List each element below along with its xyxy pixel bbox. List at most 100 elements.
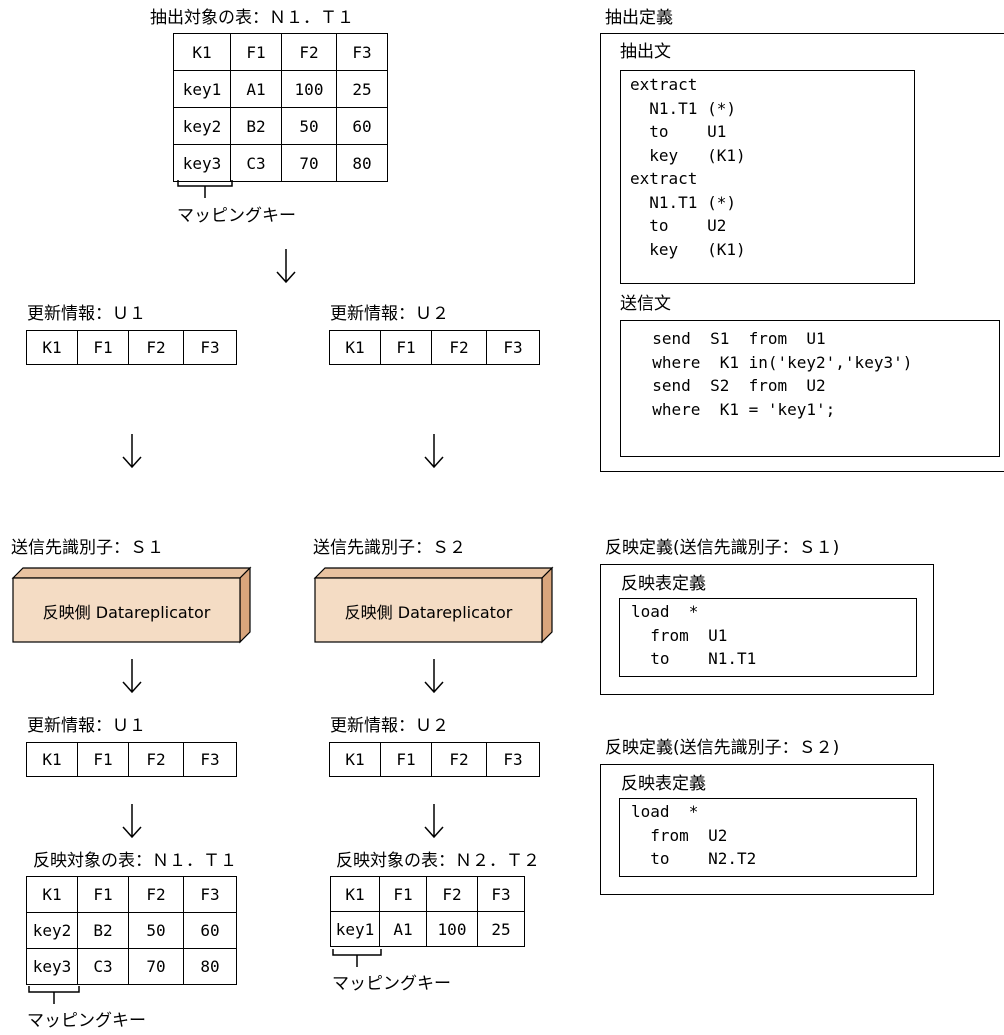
table-header-cell: F3: [477, 876, 525, 912]
table-cell: key2: [26, 912, 78, 949]
table-header-cell: F2: [431, 742, 487, 777]
table-header-cell: F2: [128, 742, 184, 777]
source-mapping-key-label: マッピングキー: [177, 206, 296, 226]
dest-s1-title: 送信先識別子：Ｓ１: [11, 538, 164, 558]
table-header-cell: F1: [380, 330, 432, 365]
table-cell: key3: [26, 948, 78, 985]
mapping-key-bracket: [177, 180, 233, 198]
extract-statement-code: extract N1.T1 (*) to U1 key (K1) extract…: [630, 75, 746, 259]
table-cell: key1: [330, 911, 380, 947]
table-cell: B2: [230, 107, 282, 145]
reflect-s1-code: load * from U1 to N1.T1: [631, 602, 757, 668]
mapping-key-bracket: [332, 949, 382, 967]
table-cell: 80: [336, 144, 388, 182]
send-statement-heading: 送信文: [620, 294, 671, 314]
reflect-s1-title: 反映定義(送信先識別子：Ｓ１): [605, 538, 840, 558]
table-header-cell: F2: [431, 330, 487, 365]
table-cell: 100: [281, 70, 337, 108]
table-cell: 70: [281, 144, 337, 182]
update-u1-title: 更新情報：Ｕ１: [27, 304, 146, 324]
table-header-cell: K1: [26, 742, 78, 777]
table-cell: 25: [336, 70, 388, 108]
table-cell: C3: [230, 144, 282, 182]
table-cell: A1: [379, 911, 427, 947]
target-t1-mapping-key-label: マッピングキー: [27, 1011, 146, 1031]
table-cell: 100: [426, 911, 478, 947]
table-header-cell: F3: [336, 33, 388, 71]
arrow-down-icon: [424, 659, 444, 694]
send-statement-box: [620, 320, 1000, 457]
dest-s2-title: 送信先識別子：Ｓ２: [313, 538, 466, 558]
table-cell: C3: [77, 948, 129, 985]
table-cell: A1: [230, 70, 282, 108]
extract-statement-box: [620, 70, 915, 284]
table-header-cell: K1: [329, 330, 381, 365]
replicator-s1-label: 反映側 Datareplicator: [42, 603, 211, 622]
table-header-cell: F1: [77, 742, 129, 777]
extract-statement-heading: 抽出文: [620, 42, 671, 62]
table-cell: 50: [128, 912, 184, 949]
arrow-down-icon: [424, 434, 444, 469]
table-header-cell: F2: [281, 33, 337, 71]
arrow-down-icon: [424, 804, 444, 839]
arrow-down-icon: [122, 659, 142, 694]
reflect-s2-heading: 反映表定義: [621, 774, 706, 794]
target-t2-title: 反映対象の表：Ｎ２．Ｔ２: [336, 851, 540, 871]
table-cell: 60: [183, 912, 237, 949]
table-cell: 80: [183, 948, 237, 985]
recv-u2-title: 更新情報：Ｕ２: [330, 716, 449, 736]
table-header-cell: F2: [426, 876, 478, 912]
table-header-cell: F1: [380, 742, 432, 777]
table-header-cell: K1: [329, 742, 381, 777]
reflect-s2-title: 反映定義(送信先識別子：Ｓ２): [605, 738, 840, 758]
table-cell: key2: [173, 107, 231, 145]
table-header-cell: F3: [183, 876, 237, 913]
table-cell: 60: [336, 107, 388, 145]
table-cell: key1: [173, 70, 231, 108]
arrow-down-icon: [122, 434, 142, 469]
recv-u1-title: 更新情報：Ｕ１: [27, 716, 146, 736]
table-header-cell: F1: [77, 876, 129, 913]
reflect-s1-heading: 反映表定義: [621, 574, 706, 594]
table-header-cell: F1: [77, 330, 129, 365]
table-cell: B2: [77, 912, 129, 949]
target-t1-title: 反映対象の表：Ｎ１．Ｔ１: [33, 851, 237, 871]
table-cell: 25: [477, 911, 525, 947]
arrow-down-icon: [122, 804, 142, 839]
send-statement-code: send S1 from U1 where K1 in('key2','key3…: [652, 329, 913, 419]
source-table-title: 抽出対象の表：Ｎ１．Ｔ１: [150, 8, 354, 28]
table-header-cell: F2: [128, 876, 184, 913]
update-u2-title: 更新情報：Ｕ２: [330, 304, 449, 324]
table-header-cell: F3: [183, 330, 237, 365]
table-header-cell: K1: [330, 876, 380, 912]
table-header-cell: K1: [26, 330, 78, 365]
mapping-key-bracket: [28, 986, 80, 1004]
table-header-cell: K1: [26, 876, 78, 913]
table-header-cell: F3: [183, 742, 237, 777]
table-header-cell: F3: [486, 742, 540, 777]
table-header-cell: F1: [379, 876, 427, 912]
reflect-s2-code: load * from U2 to N2.T2: [631, 802, 757, 868]
target-t2-mapping-key-label: マッピングキー: [332, 974, 451, 994]
table-header-cell: F2: [128, 330, 184, 365]
table-cell: 50: [281, 107, 337, 145]
